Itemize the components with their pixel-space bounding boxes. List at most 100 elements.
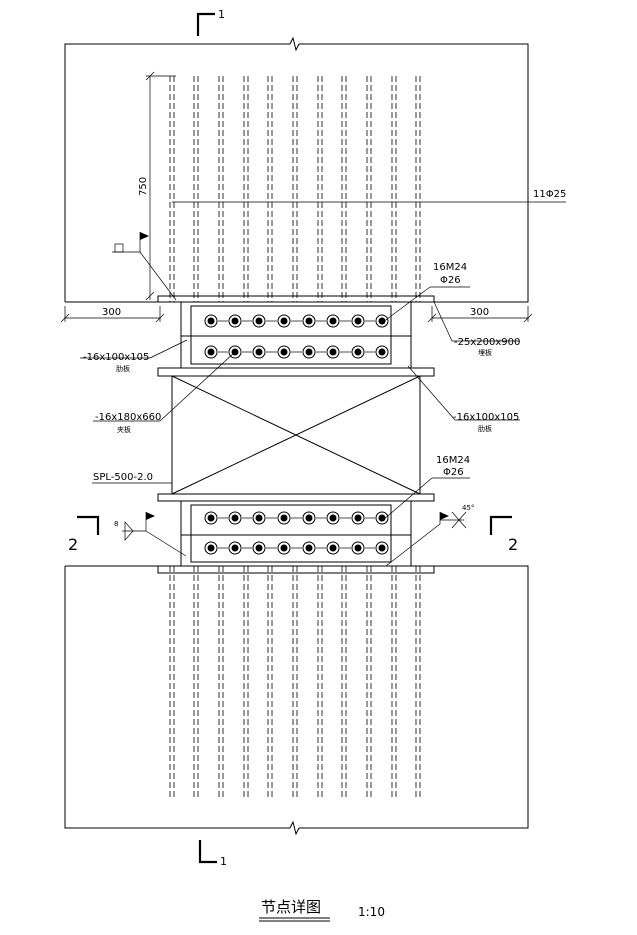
- dim-300-left-text: 300: [102, 307, 121, 318]
- left-rib-leader: -16x100x105 肋板: [80, 339, 188, 373]
- section-mark-2-right: 2: [489, 515, 518, 554]
- bolt: [277, 541, 291, 555]
- dimension-300-left: 300: [60, 306, 165, 323]
- bolt-core: [280, 514, 288, 522]
- bolt: [204, 541, 218, 555]
- dimension-750: 750: [138, 71, 176, 301]
- bolt-core: [329, 514, 337, 522]
- bolt-core: [354, 514, 362, 522]
- bolt: [326, 541, 340, 555]
- bolt-core: [354, 348, 362, 356]
- weld-symbol-left: 8: [114, 512, 187, 557]
- bolt: [252, 511, 266, 525]
- bolt-core: [207, 317, 215, 325]
- bolt: [326, 314, 340, 328]
- bolt-core: [329, 317, 337, 325]
- top-bolt-hole: Φ26: [440, 275, 461, 286]
- bolt: [204, 345, 218, 359]
- bolt: [302, 314, 316, 328]
- right-rib-name: 肋板: [478, 424, 492, 433]
- weld-angle: 45°: [462, 504, 474, 512]
- bottom-bolt-leader: 16M24 Φ26: [382, 455, 470, 521]
- section-2-left-label: 2: [68, 535, 78, 554]
- bottom-connection: [180, 500, 412, 567]
- bolt: [277, 345, 291, 359]
- rebar-label: 11Φ25: [533, 189, 566, 200]
- bolt: [375, 314, 389, 328]
- bolt-core: [207, 544, 215, 552]
- bolt: [252, 314, 266, 328]
- dim-300-right-text: 300: [470, 307, 489, 318]
- bolt-core: [207, 348, 215, 356]
- bolt-core: [280, 544, 288, 552]
- embed-plate-spec: -25x200x900: [454, 337, 520, 348]
- bolt: [351, 511, 365, 525]
- bolt: [326, 511, 340, 525]
- bolt-core: [305, 348, 313, 356]
- section-1-top-label: 1: [218, 8, 225, 21]
- bolt: [228, 345, 242, 359]
- top-bolt-count: 16M24: [433, 262, 467, 273]
- bolt-core: [280, 348, 288, 356]
- splice-plate-spec: -16x180x660: [95, 412, 161, 423]
- bolt-core: [280, 317, 288, 325]
- bolt-core: [305, 317, 313, 325]
- bolt: [302, 511, 316, 525]
- spl-label: SPL-500-2.0: [93, 472, 153, 483]
- right-rib-leader: -16x100x105 肋板: [407, 365, 520, 433]
- top-embed-plate: [157, 295, 435, 303]
- drawing-scale: 1:10: [358, 905, 385, 919]
- weld-symbol-right: 45°: [385, 504, 474, 567]
- bolt: [204, 314, 218, 328]
- bolt-core: [231, 317, 239, 325]
- bolt: [228, 511, 242, 525]
- left-rib-spec: -16x100x105: [83, 352, 149, 363]
- section-mark-1-top: 1: [196, 8, 225, 36]
- right-rib-spec: -16x100x105: [453, 412, 519, 423]
- splice-plate-name: 夹板: [117, 425, 131, 434]
- bolt-core: [255, 544, 263, 552]
- bolt-core: [255, 348, 263, 356]
- bolt: [228, 541, 242, 555]
- splice-plate-leader: -16x180x660 夹板: [93, 351, 236, 434]
- bolt: [204, 511, 218, 525]
- section-2-right-label: 2: [508, 535, 518, 554]
- bolt: [351, 345, 365, 359]
- rebar-leader: 11Φ25: [172, 189, 566, 203]
- bolt: [351, 314, 365, 328]
- drawing-title: 节点详图: [261, 898, 321, 916]
- weld-symbol-top-left: [112, 232, 177, 301]
- bottom-bolt-hole: Φ26: [443, 467, 464, 478]
- bottom-bolt-count: 16M24: [436, 455, 470, 466]
- bolt-core: [329, 348, 337, 356]
- bolt-core: [329, 544, 337, 552]
- bolt: [302, 345, 316, 359]
- drawing-title-block: 节点详图 1:10: [259, 898, 385, 922]
- bolt-group: [204, 314, 389, 555]
- bolt: [277, 511, 291, 525]
- weld-size: 8: [114, 520, 118, 528]
- bolt-core: [378, 317, 386, 325]
- section-1-bottom-label: 1: [220, 855, 227, 868]
- top-bolt-leader: 16M24 Φ26: [382, 262, 470, 323]
- bolt-core: [255, 317, 263, 325]
- left-rib-name: 肋板: [116, 364, 130, 373]
- section-mark-2-left: 2: [68, 515, 100, 554]
- embed-plate-name: 埋板: [478, 348, 492, 357]
- bolt-core: [231, 514, 239, 522]
- embed-plate-leader: -25x200x900 埋板: [433, 301, 520, 357]
- dim-750-text: 750: [138, 177, 149, 196]
- bolt: [375, 345, 389, 359]
- bolt: [228, 314, 242, 328]
- bolt-core: [305, 514, 313, 522]
- top-connection: [157, 301, 435, 377]
- bolt-core: [378, 544, 386, 552]
- bolt-core: [255, 514, 263, 522]
- bolt: [302, 541, 316, 555]
- bottom-embed-plate: [157, 565, 435, 574]
- rebars-top: [169, 76, 421, 302]
- bolt: [277, 314, 291, 328]
- bolt-core: [207, 514, 215, 522]
- bolt-core: [354, 544, 362, 552]
